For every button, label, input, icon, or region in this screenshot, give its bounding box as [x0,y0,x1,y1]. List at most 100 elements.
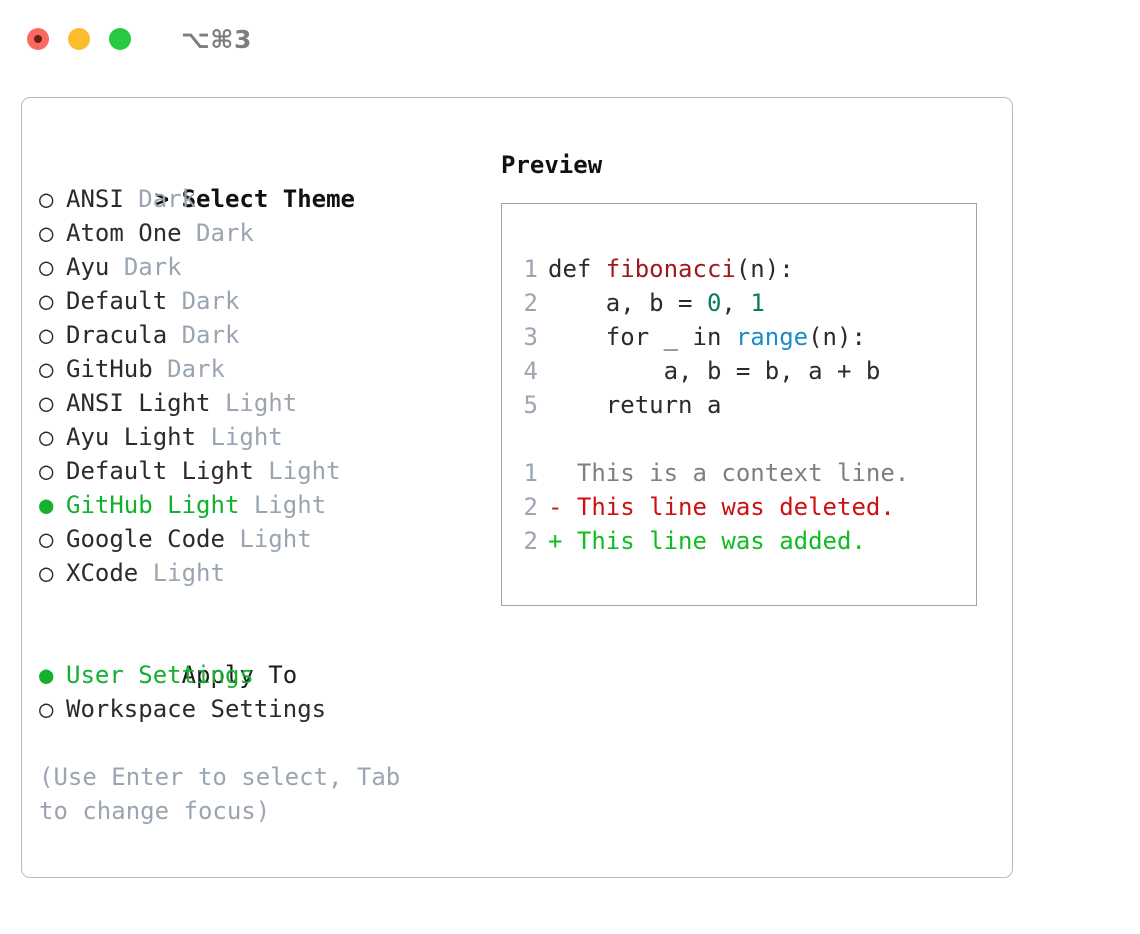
code-token: , [721,289,751,317]
theme-name: Ayu [66,253,110,281]
apply-to-title: Apply To [181,661,298,689]
theme-kind-label: Dark [181,287,240,315]
radio-unselected-icon: ○ [39,423,54,451]
theme-list-item[interactable]: ○ANSI Dark [39,182,479,216]
theme-kind-label: Light [210,423,283,451]
theme-list-item[interactable]: ○Google Code Light [39,522,479,556]
theme-kind-label: Light [239,525,312,553]
theme-name: Dracula [66,321,168,349]
apply-to-option-label: User Settings [66,661,254,689]
radio-unselected-icon: ○ [39,321,54,349]
theme-name: Ayu Light [66,423,197,451]
code-line-number: 3 [523,323,538,351]
diff-line: 2 + This line was added. [518,524,976,558]
diff-line-number: 2 [523,493,538,521]
apply-to-option[interactable]: ● User Settings [39,658,479,692]
code-line: 2 a, b = 0, 1 [518,286,976,320]
code-line-number: 2 [523,289,538,317]
theme-list-item[interactable]: ○ ANSI Light Light [39,386,479,420]
window-controls [27,28,131,50]
radio-unselected-icon: ○ [39,695,54,723]
theme-kind-label: Light [152,559,225,587]
diff-sample: 1 This is a context line. 2- This line wa… [518,456,976,558]
theme-kind-label: Light [253,491,327,519]
diff-text: This line was deleted. [562,493,895,521]
diff-sign: + [548,527,563,555]
theme-name: GitHub [66,355,153,383]
radio-unselected-icon: ○ [39,219,54,247]
theme-list-item[interactable]: ○ XCode Light [39,556,479,590]
code-line-number: 5 [523,391,538,419]
theme-list-item[interactable]: ○ GitHub Dark [39,352,479,386]
list-spacer [39,590,479,624]
title-bar: ⌥⌘3 [0,0,1140,78]
preview-gap [518,422,976,456]
theme-list-item[interactable]: ○Default Dark [39,284,479,318]
theme-name: ANSI [66,185,124,213]
preview-title: Preview [501,151,603,179]
radio-unselected-icon: ○ [39,525,54,553]
code-token: (n): [808,323,866,351]
code-token: (n): [735,255,794,283]
select-theme-header: > Select Theme [39,148,479,213]
apply-to-option-label: Workspace Settings [66,695,327,723]
diff-line-number: 2 [523,527,538,555]
select-theme-title: Select Theme [181,185,355,213]
theme-name: Default Light [66,457,254,485]
theme-kind-label: Dark [181,321,240,349]
theme-selection-column: >Select Theme ○ANSI Dark○Atom One Dark○A… [39,148,479,828]
theme-name: XCode [66,559,139,587]
radio-unselected-icon: ○ [39,389,54,417]
theme-kind-label: Light [224,389,298,417]
code-token: return a [548,391,722,419]
theme-kind-label: Dark [123,253,182,281]
diff-text: This is a context line. [562,459,910,487]
theme-list: ○ANSI Dark○Atom One Dark○Ayu Dark○Defaul… [39,182,479,590]
keyboard-hint-text: (Use Enter to select, Tab to change focu… [39,763,415,825]
theme-list-item[interactable]: ○ Ayu Dark [39,250,479,284]
diff-text: This line was added. [562,527,866,555]
code-line: 5 return a [518,388,976,422]
diff-line-number: 1 [523,459,538,487]
code-line-number: 4 [523,357,538,385]
radio-unselected-icon: ○ [39,457,54,485]
code-line: 3 for _ in range(n): [518,320,976,354]
theme-kind-label: Light [268,457,341,485]
close-window-button[interactable] [27,28,49,50]
radio-selected-icon: ● [39,491,54,519]
code-token: a, b = b, a + b [548,357,881,385]
radio-selected-icon: ● [39,661,54,689]
code-token: def [548,255,606,283]
radio-unselected-icon: ○ [39,559,54,587]
keyboard-shortcut-label: ⌥⌘3 [181,24,252,54]
prompt-caret-icon: > [154,185,170,213]
theme-name: ANSI Light [66,389,211,417]
apply-to-option[interactable]: ○ Workspace Settings [39,692,479,726]
theme-name: GitHub Light [66,491,240,519]
code-line-number: 1 [523,255,538,283]
apply-to-options: ● User Settings ○ Workspace Settings [39,658,479,726]
theme-list-item[interactable]: ○ Ayu Light Light [39,420,479,454]
code-line: 4 a, b = b, a + b [518,354,976,388]
minimize-window-button[interactable] [68,28,90,50]
theme-list-item[interactable]: ○Atom One Dark [39,216,479,250]
theme-list-item[interactable]: ○ Default Light Light [39,454,479,488]
code-token: 1 [750,289,765,317]
diff-sign: - [548,493,563,521]
radio-unselected-icon: ○ [39,355,54,383]
code-token: range [735,323,809,351]
theme-list-item[interactable]: ○ Dracula Dark [39,318,479,352]
code-token: fibonacci [605,255,736,283]
code-token: a, b = [548,289,707,317]
radio-unselected-icon: ○ [39,253,54,281]
apply-to-header: Apply To [39,624,479,689]
code-token: for _ in [548,323,736,351]
theme-kind-label: Dark [196,219,254,247]
theme-list-item[interactable]: ● GitHub Light Light [39,488,479,522]
zoom-window-button[interactable] [109,28,131,50]
theme-kind-label: Dark [167,355,225,383]
diff-line: 2- This line was deleted. [518,490,976,524]
